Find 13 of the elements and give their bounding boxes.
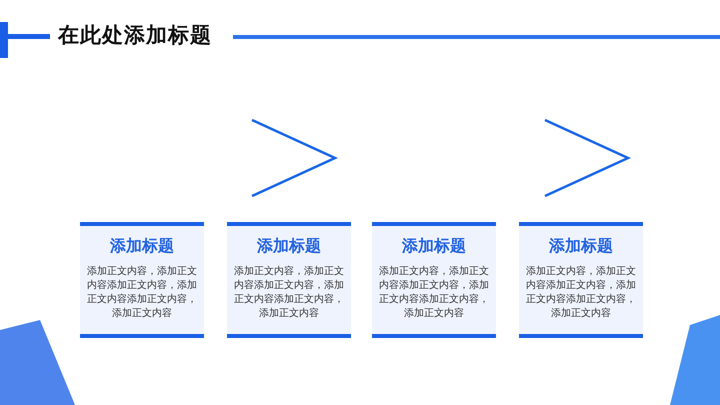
card-heading: 添加标题 <box>402 236 466 257</box>
card-body-text: 添加正文内容，添加正文内容添加正文内容，添加正文内容添加正文内容，添加正文内容 <box>86 265 198 321</box>
card-body-text: 添加正文内容，添加正文内容添加正文内容，添加正文内容添加正文内容，添加正文内容 <box>378 265 490 321</box>
text-card <box>519 222 643 338</box>
slide-title: 在此处添加标题 <box>58 22 212 49</box>
card-heading: 添加标题 <box>549 236 613 257</box>
text-card <box>372 222 496 338</box>
text-card <box>80 222 204 338</box>
text-card <box>227 222 351 338</box>
card-heading: 添加标题 <box>257 236 321 257</box>
card-body-text: 添加正文内容，添加正文内容添加正文内容，添加正文内容添加正文内容，添加正文内容 <box>525 265 637 321</box>
card-body-text: 添加正文内容，添加正文内容添加正文内容，添加正文内容添加正文内容，添加正文内容 <box>233 265 345 321</box>
card-heading: 添加标题 <box>110 236 174 257</box>
